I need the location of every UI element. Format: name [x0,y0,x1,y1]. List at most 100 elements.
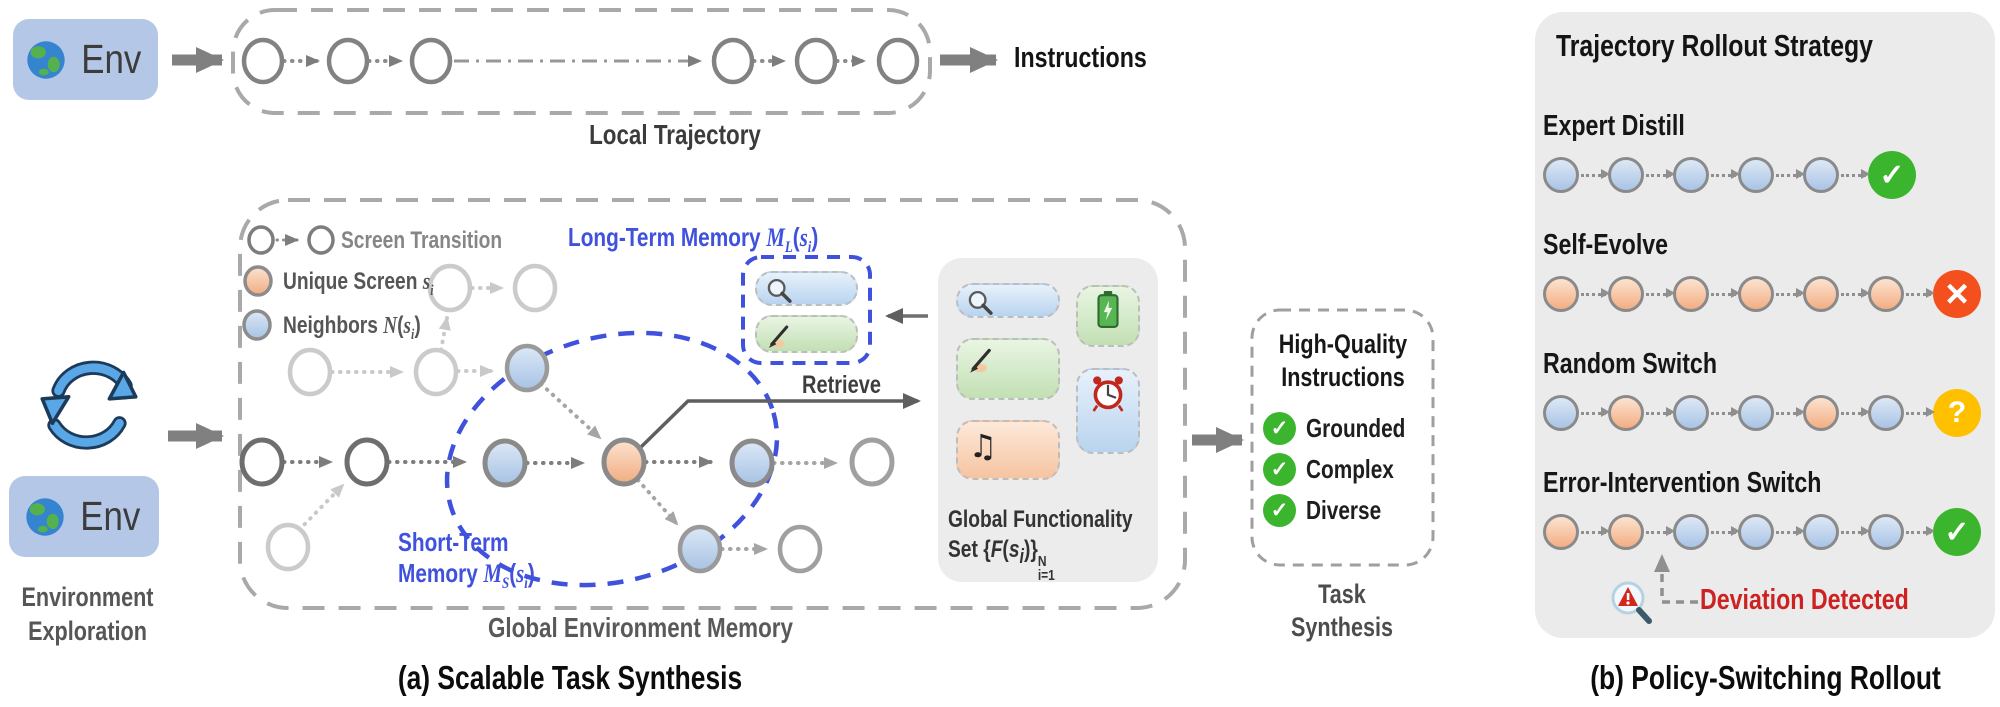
retrieve-label: Retrieve [802,371,881,399]
legend-screen-transition: Screen Transition [341,227,503,254]
earth-icon [27,40,65,79]
faded-screen-node [413,347,459,397]
alarm-function-pill [1076,368,1140,454]
check-icon: ✓ [1933,508,1981,556]
rollout-rows: Expert Distill ✓ Self-Evolve × Random Switch… [1543,110,1995,586]
magnifier-icon [767,278,792,303]
check-icon: ✓ [1868,151,1916,199]
deviation-annotation [1598,546,1728,635]
hq-item-complex: ✓ Complex [1263,453,1416,486]
magnifier-icon [968,290,993,315]
neighbor-node [677,524,723,574]
legend-unique-screen-node [243,265,273,297]
env-label: Env [79,493,141,539]
neighbor-node [504,343,550,393]
screen-node [344,437,390,487]
dotted-arrow-icon [1841,407,1870,417]
step-node-orange [1608,395,1644,431]
rollout-chain: ? [1543,389,1995,437]
instructions-label: Instructions [1014,42,1147,74]
battery-function-pill [1076,285,1140,347]
local-trajectory-chain [241,37,920,85]
dotted-arrow-icon [1711,407,1740,417]
step-node-orange [1608,276,1644,312]
functionality-line1: Global Functionality [948,506,1133,533]
dotted-arrow-icon [1711,526,1740,536]
step-node-orange [1543,514,1579,550]
hq-item-label: Complex [1306,454,1394,484]
step-node-blue [1543,395,1579,431]
dotted-arrow-icon [1581,288,1610,298]
dotted-arrow-icon [1776,407,1805,417]
rollout-strategy-title: Trajectory Rollout Strategy [1556,28,1873,63]
legend-neighbor-node [242,309,272,341]
step-node-blue [1608,157,1644,193]
hq-item-label: Grounded [1306,413,1406,443]
local-trajectory-label: Local Trajectory [589,119,761,150]
faded-screen-node [265,522,311,572]
dotted-arrow-icon [1646,288,1675,298]
neighbor-node [729,438,775,488]
dotted-arrow-icon [1711,169,1740,179]
battery-icon [1097,291,1119,328]
rollout-row-label: Expert Distill [1543,110,1685,142]
faded-screen-node [427,263,473,313]
writing-hand-icon [970,348,991,373]
step-node-blue [1738,514,1774,550]
screen-node [849,437,895,487]
step-node-orange [1673,276,1709,312]
dotted-arrow-icon [1841,288,1870,298]
rollout-chain: ✓ [1543,508,1995,556]
dotted-arrow-icon [1776,169,1805,179]
step-node-orange [1738,276,1774,312]
step-node-orange [1803,276,1839,312]
cross-icon: × [1933,270,1981,318]
check-icon: ✓ [1263,494,1296,527]
search-function-pill [755,271,858,306]
faded-screen-node [287,347,333,397]
dotted-arrow-icon [1646,526,1675,536]
dotted-arrow-icon [1906,407,1935,417]
dotted-arrow-icon [1581,407,1610,417]
env-box-top: Env [13,19,158,100]
hq-item-label: Diverse [1306,495,1382,525]
step-node-blue [1738,395,1774,431]
step-node-blue [1673,157,1709,193]
legend-neighbors: Neighbors N(si) [283,312,421,343]
dotted-arrow-icon [1906,288,1935,298]
hq-item-diverse: ✓ Diverse [1263,494,1400,527]
hq-item-grounded: ✓ Grounded [1263,412,1430,445]
screen-node [777,524,823,574]
unique-screen-node [601,437,647,487]
caption-a: (a) Scalable Task Synthesis [397,659,743,696]
rollout-chain: ✓ [1543,151,1995,199]
rollout-row-label: Self-Evolve [1543,229,1669,261]
screen-node [239,437,285,487]
long-term-memory-label: Long-Term Memory ML(si) [568,222,819,257]
retrieve-arrow [638,393,921,450]
question-icon: ? [1933,389,1981,437]
alarm-clock-icon [1092,376,1124,412]
step-node-blue [1543,157,1579,193]
writing-hand-icon [768,325,789,348]
dotted-arrow-icon [1841,526,1870,536]
faded-screen-node [512,263,558,313]
legend-unique-screen: Unique Screen si [283,268,434,299]
rollout-row-label: Error-Intervention Switch [1543,467,1822,499]
rollout-row: Random Switch? [1543,348,1995,437]
rollout-row: Self-Evolve × [1543,229,1995,318]
write-function-pill [956,338,1060,400]
dotted-arrow-icon [1711,288,1740,298]
check-icon: ✓ [1263,453,1296,486]
env-label: Env [81,36,142,82]
global-memory-label: Global Environment Memory [488,612,793,643]
svg-text:♫: ♫ [969,427,998,465]
dotted-arrow-icon [1581,526,1610,536]
dotted-arrow-icon [1646,407,1675,417]
